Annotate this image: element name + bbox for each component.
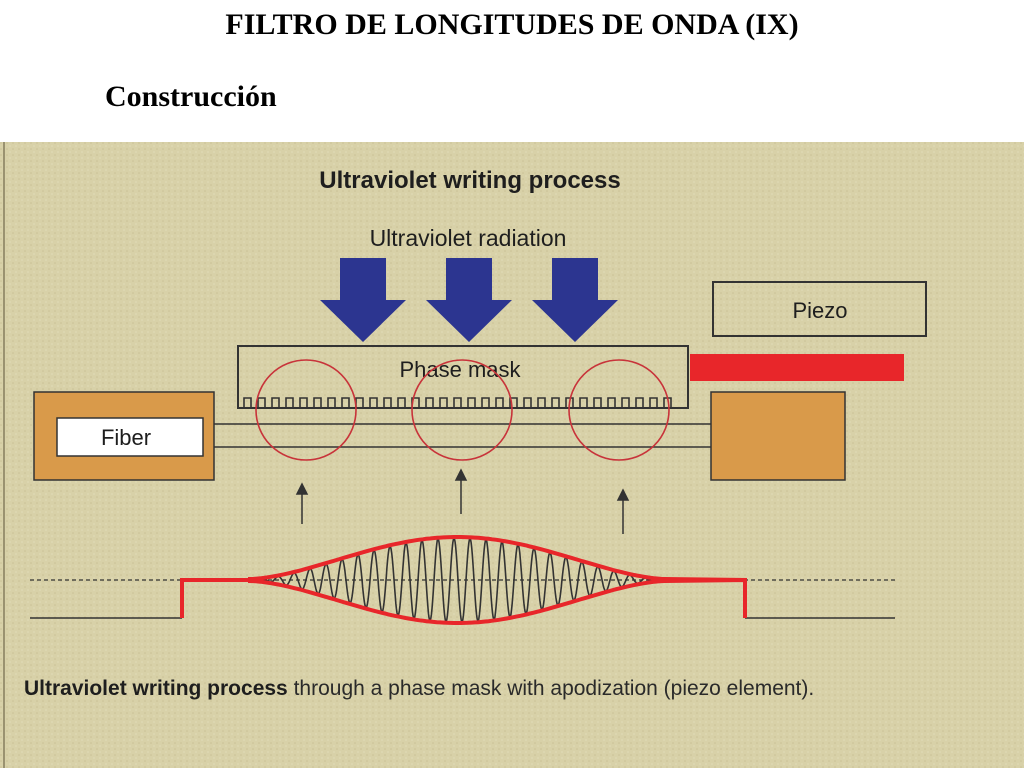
- focus-circle-right: [568, 359, 670, 461]
- slide-subtitle: Construcción: [105, 80, 277, 113]
- uv-arrow-center: [426, 258, 512, 342]
- focus-circle-center: [411, 359, 513, 461]
- focus-circles: [255, 359, 670, 461]
- uv-arrow-left: [320, 258, 406, 342]
- slide-title: FILTRO DE LONGITUDES DE ONDA (IX): [225, 8, 799, 41]
- phase-mask-grating: [243, 397, 678, 409]
- fiber-label-box: [56, 417, 204, 457]
- piezo-label: Piezo: [792, 298, 847, 323]
- figure-caption: Ultraviolet writing process through a ph…: [24, 672, 924, 706]
- fiber-label: Fiber: [101, 425, 151, 450]
- diagram-heading: Ultraviolet writing process: [319, 167, 620, 194]
- focus-circle-left: [255, 359, 357, 461]
- uv-arrow-right: [532, 258, 618, 342]
- apodization-envelope: [180, 535, 747, 625]
- diagram-figure: Ultraviolet writing process Ultraviolet …: [0, 142, 1024, 768]
- radiation-label: Ultraviolet radiation: [370, 225, 567, 251]
- diagram-canvas: Ultraviolet writing process Ultraviolet …: [0, 142, 1024, 768]
- uv-arrows: [320, 258, 618, 342]
- piezo-box: [712, 281, 927, 337]
- grating-modulation: [250, 536, 665, 623]
- caption-bold: Ultraviolet writing process: [24, 677, 288, 700]
- piezo-red-bar: [690, 354, 904, 381]
- caption-rest: through a phase mask with apodization (p…: [293, 677, 815, 700]
- piezo-holder-block: [710, 391, 846, 481]
- up-arrows: [295, 468, 630, 534]
